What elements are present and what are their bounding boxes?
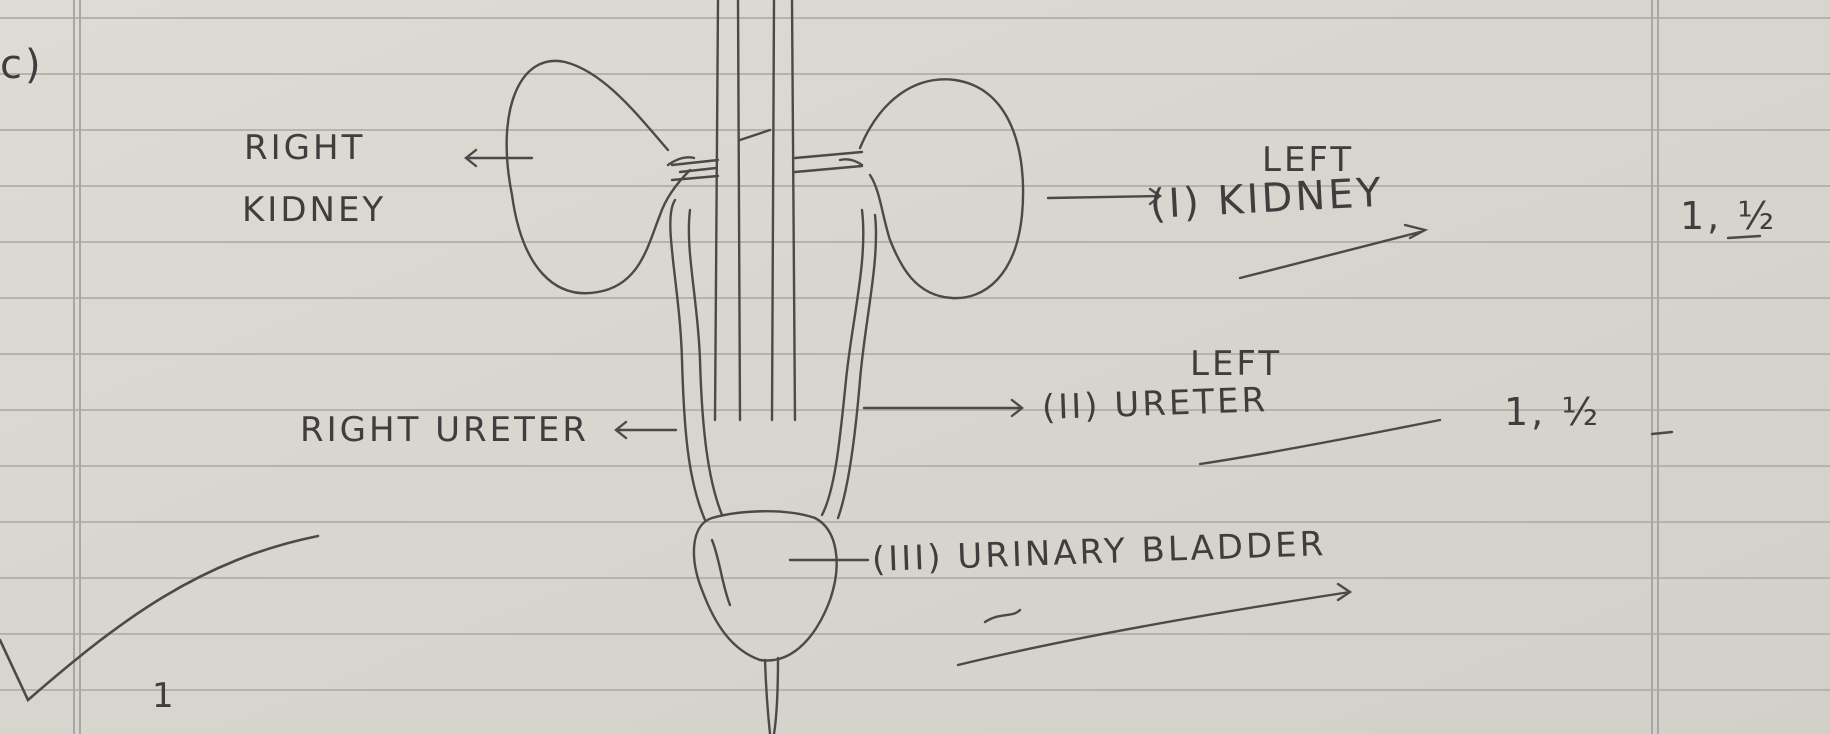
mark-ureter: 1, ½ bbox=[1504, 390, 1601, 434]
label-right-kidney-line1: RIGHT bbox=[244, 128, 365, 168]
label-right-ureter: RIGHT URETER bbox=[300, 410, 589, 450]
question-marker: c) bbox=[0, 42, 44, 88]
mark-kidney: 1, ½ bbox=[1680, 194, 1777, 238]
label-left-ureter: (II) URETER bbox=[1041, 380, 1269, 428]
label-right-kidney-line2: KIDNEY bbox=[242, 190, 386, 230]
tick-digit: 1 bbox=[152, 676, 177, 716]
label-left-ureter-word: LEFT bbox=[1190, 344, 1282, 384]
